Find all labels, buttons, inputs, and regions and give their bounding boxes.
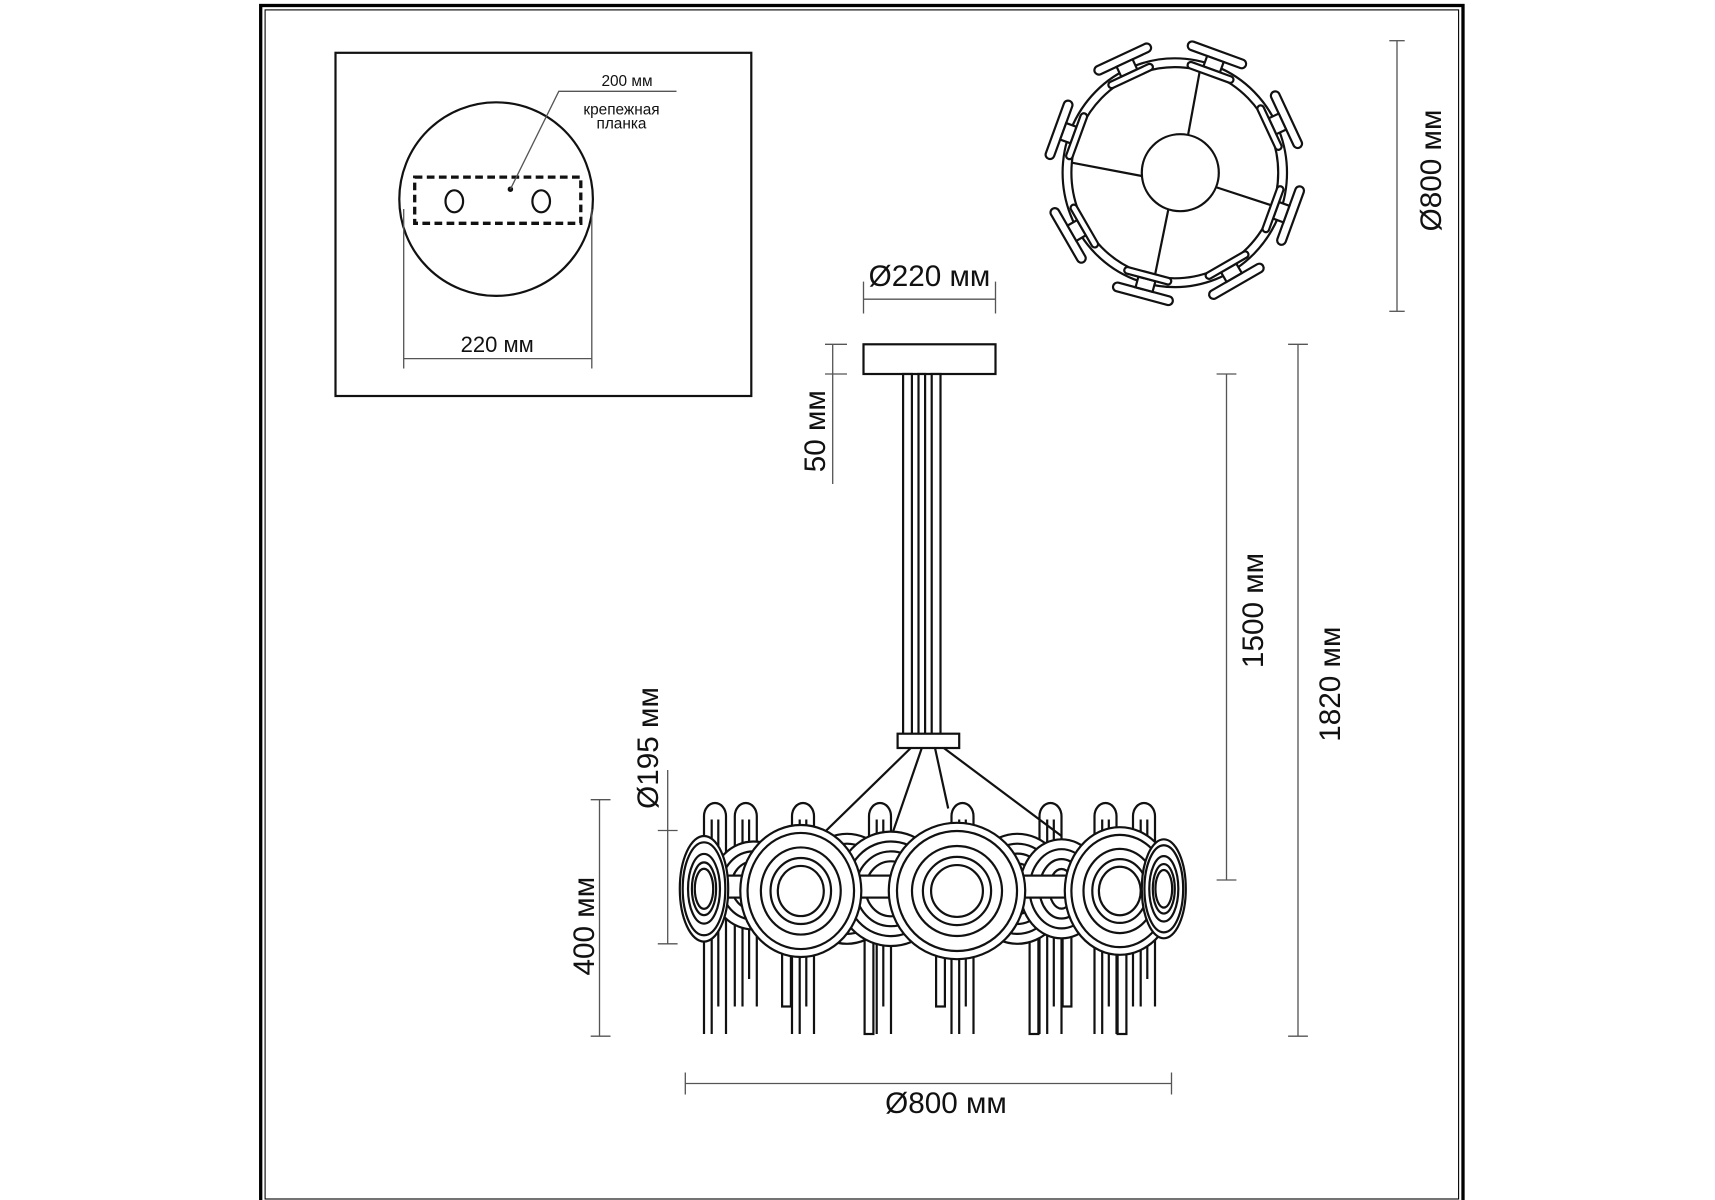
collar-diameter-label: Ø195 мм — [632, 687, 665, 809]
front-medallion — [759, 846, 842, 936]
front-medallion — [1097, 865, 1142, 917]
hanging-loop — [1131, 801, 1157, 1007]
bracket-label-line2: планка — [596, 116, 646, 133]
mounting-bracket — [413, 175, 583, 225]
top-view-arm — [1093, 42, 1154, 90]
top-view — [1044, 40, 1306, 307]
canopy-width-label: 220 мм — [461, 332, 534, 357]
front-medallion — [910, 844, 1004, 938]
front-medallion — [739, 823, 863, 959]
top-view-arm — [1261, 185, 1306, 246]
pendant-rod — [1061, 933, 1073, 1008]
front-medallion — [681, 841, 727, 937]
pendant-rod — [863, 933, 875, 1036]
front-medallion — [1140, 838, 1187, 940]
bracket-label-line1: крепежная — [583, 101, 659, 118]
canopy-height-label: 50 мм — [799, 390, 832, 472]
body-diameter-label: Ø800 мм — [885, 1087, 1007, 1120]
canopy-diameter-label: Ø220 мм — [869, 260, 991, 293]
body-height-label: 400 мм — [568, 877, 601, 976]
front-medallion — [921, 855, 993, 927]
top-view-arm — [1186, 40, 1248, 84]
pendant-rod — [1028, 933, 1040, 1036]
chandelier-body — [678, 801, 1187, 1036]
outer-frame — [259, 3, 1465, 1200]
mounting-inset: 200 мм крепежная планка 220 мм — [334, 51, 753, 398]
hanging-loop — [1038, 801, 1063, 1035]
total-height-label: 1820 мм — [1314, 627, 1347, 742]
front-medallion — [686, 852, 722, 925]
hanging-loop — [867, 801, 893, 1035]
top-view-arm — [1049, 203, 1100, 264]
canopy — [862, 343, 997, 376]
front-medallion — [678, 834, 730, 943]
front-medallion — [746, 831, 856, 951]
top-view-arm — [1044, 99, 1089, 161]
front-medallion — [693, 867, 715, 910]
inner-frame — [264, 9, 1460, 1200]
canopy-plate-circle — [398, 101, 595, 298]
top-view-diameter-label: Ø800 мм — [1415, 110, 1448, 232]
front-medallion — [690, 861, 718, 917]
front-medallion — [1143, 844, 1185, 934]
top-view-arm — [1111, 265, 1174, 307]
hanging-loop — [1093, 801, 1118, 1035]
front-medallion — [929, 863, 985, 919]
collar — [896, 732, 961, 750]
front-medallion — [895, 829, 1019, 953]
hanging-loop — [950, 801, 975, 1035]
front-medallion — [1151, 862, 1176, 915]
bracket-width-label: 200 мм — [601, 73, 652, 90]
front-medallion — [1154, 868, 1174, 909]
hanging-loop — [702, 801, 728, 1035]
rod-length-label: 1500 мм — [1237, 553, 1270, 668]
hanging-loop — [733, 801, 758, 1007]
front-medallion — [887, 821, 1027, 961]
top-view-arm — [1256, 90, 1304, 151]
top-view-arm — [1204, 250, 1265, 300]
hanging-loop — [790, 801, 816, 1035]
front-medallion — [1148, 855, 1180, 923]
side-view: Ø220 мм — [678, 260, 1187, 1036]
front-medallion — [776, 864, 825, 918]
front-medallion — [769, 856, 833, 926]
